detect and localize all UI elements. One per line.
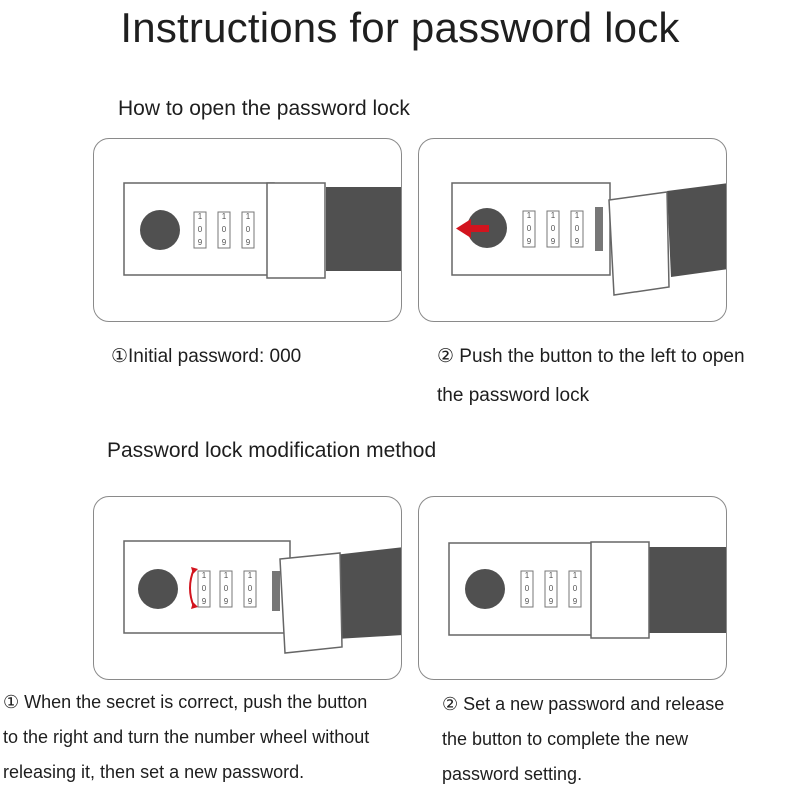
number-wheel [243,570,257,608]
caption-step-1: ①Initial password: 000 [111,346,302,367]
number-wheel [197,570,211,608]
dial-digit: 1 [248,571,253,580]
number-wheel [217,211,231,249]
dial-digit: 9 [551,237,556,246]
illustration-initial-lock: 1 0 9 1 0 9 1 0 9 [93,138,402,322]
lock-diagram-turn: 1 0 9 1 0 9 1 0 9 [123,540,401,654]
dial-digit: 1 [551,211,556,220]
caption-step-3-line-1: ① When the secret is correct, push the b… [3,692,368,712]
dial-digit: 0 [248,584,253,593]
number-wheel [522,210,536,248]
strap [334,547,401,639]
number-wheel [544,570,558,608]
caption-step-4-line-2: the button to complete the new [442,729,689,749]
round-button-icon [138,569,178,609]
dial-digit: 1 [527,211,532,220]
dial-group: 1 0 9 1 0 9 1 0 9 [520,570,582,608]
dial-digit: 0 [246,225,251,234]
dial-digit: 9 [246,238,251,247]
dial-digit: 9 [202,597,207,606]
dial-digit: 1 [573,571,578,580]
strap [649,547,726,633]
dial-digit: 0 [573,584,578,593]
strap [667,183,726,277]
release-tab [595,207,603,251]
dial-digit: 0 [202,584,207,593]
dial-digit: 0 [575,224,580,233]
illustration-push-left: 1 0 9 1 0 9 1 0 9 [418,138,727,322]
dial-group: 1 0 9 1 0 9 1 0 9 [193,211,255,249]
dial-digit: 9 [224,597,229,606]
number-wheel [570,210,584,248]
dial-digit: 9 [573,597,578,606]
caption-step-2-line-2: the password lock [437,385,590,406]
dial-digit: 9 [222,238,227,247]
section-heading-open: How to open the password lock [118,97,410,120]
slider-cover [279,552,343,654]
lock-diagram-push: 1 0 9 1 0 9 1 0 9 [451,182,726,296]
dial-digit: 1 [198,212,203,221]
dial-group: 1 0 9 1 0 9 1 0 9 [197,570,257,608]
dial-digit: 0 [198,225,203,234]
release-tab [272,571,280,611]
dial-digit: 0 [224,584,229,593]
dial-digit: 9 [198,238,203,247]
dial-digit: 0 [222,225,227,234]
dial-digit: 0 [527,224,532,233]
red-left-arrow-icon [456,219,489,238]
illustration-release: 1 0 9 1 0 9 1 0 9 [418,496,727,680]
dial-digit: 0 [549,584,554,593]
dial-digit: 9 [549,597,554,606]
dial-group: 1 0 9 1 0 9 1 0 9 [522,210,584,248]
lock-diagram-initial: 1 0 9 1 0 9 1 0 9 [123,182,401,279]
dial-digit: 1 [549,571,554,580]
number-wheel [568,570,582,608]
dial-digit: 9 [575,237,580,246]
slider-cover [590,541,650,639]
page-title: Instructions for password lock [120,4,680,51]
dial-digit: 9 [248,597,253,606]
caption-step-4-line-3: password setting. [442,764,583,784]
dial-digit: 1 [525,571,530,580]
caption-step-3-line-3: releasing it, then set a new password. [3,762,305,782]
caption-step-3-line-2: to the right and turn the number wheel w… [3,727,370,747]
dial-digit: 1 [224,571,229,580]
strap [326,187,401,271]
number-wheel [193,211,207,249]
red-rotate-arrows-icon [189,567,198,609]
section-heading-modify: Password lock modification method [107,439,437,462]
round-button-icon [465,569,505,609]
illustration-turn-wheel: 1 0 9 1 0 9 1 0 9 [93,496,402,680]
number-wheel [241,211,255,249]
dial-digit: 9 [527,237,532,246]
round-button-icon [140,210,180,250]
number-wheel [520,570,534,608]
slider-cover [608,191,670,296]
dial-digit: 9 [525,597,530,606]
caption-step-2-line-1: ② Push the button to the left to open [437,346,745,367]
dial-digit: 1 [222,212,227,221]
number-wheel [219,570,233,608]
number-wheel [546,210,560,248]
dial-digit: 1 [246,212,251,221]
dial-digit: 1 [575,211,580,220]
dial-digit: 0 [525,584,530,593]
caption-step-4-line-1: ② Set a new password and release [442,694,725,714]
slider-cover [266,182,326,279]
lock-diagram-release: 1 0 9 1 0 9 1 0 9 [448,541,726,639]
dial-digit: 0 [551,224,556,233]
dial-digit: 1 [202,571,207,580]
